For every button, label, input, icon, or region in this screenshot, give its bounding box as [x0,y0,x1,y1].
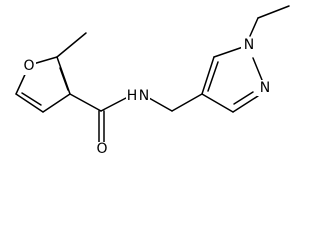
atom-label-carbonyl-oxygen: O [94,141,110,158]
bond-carbonyl-nitrogen [100,97,127,112]
bond-c3-c4 [201,93,234,113]
atom-label-pyrazole-n1: N [241,37,257,54]
bond-ch2-pyrazole [171,93,203,112]
pyrazole-ring [201,46,263,113]
bond-c3-c4 [42,93,71,113]
pyrazole-n2-text: N [260,80,270,96]
atom-label-amide-nitrogen: H N [126,87,150,105]
carbonyl-oxygen-text: O [96,141,107,157]
furan-ring [15,56,71,113]
bond-c4-c5 [15,93,44,113]
atom-label-pyrazole-n2: N [257,80,273,96]
bond-c5-n1 [213,46,244,58]
amide-hydrogen-text: H [127,88,138,104]
molecule-structure-diagram: O H N O N N [15,5,290,158]
bond-ring-carbonyl [69,93,102,112]
bond-c4-c5-double [21,92,42,106]
bond-n2-c3-double [233,91,254,105]
bond-c2-c3-double [59,67,69,91]
furan-oxygen-text: O [23,58,34,74]
amide-nitrogen-text: N [139,88,149,104]
bond-o1-c2 [32,56,58,65]
bond-c4-c5-pyrazole-double [207,61,219,92]
pyrazole-n1-text: N [244,37,254,53]
bond-c4-c5-pyrazole [201,56,215,95]
bond-n2-c3 [232,95,259,113]
bond-n1-ch2 [249,17,259,37]
bond-n1-n2 [252,57,263,81]
bond-nitrogen-ch2 [148,97,173,112]
bond-ethyl-ch3 [257,5,290,19]
bond-methyl [56,32,87,58]
atom-label-furan-oxygen: O [22,58,36,75]
